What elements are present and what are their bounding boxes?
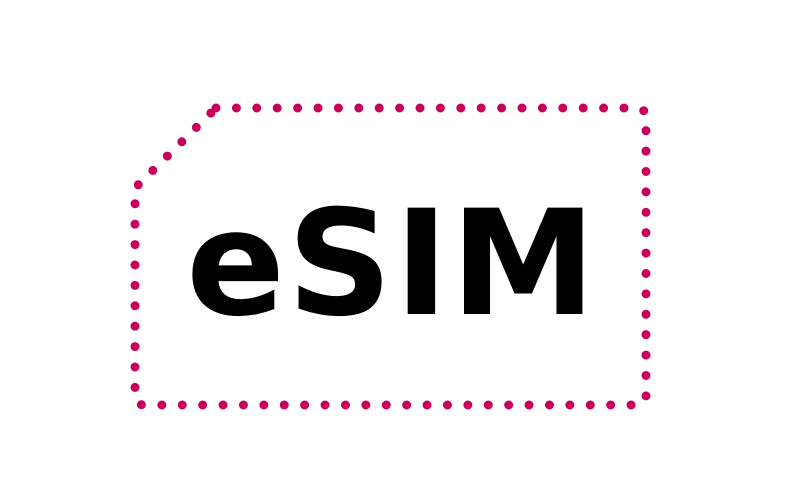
esim-label: eSIM [186, 179, 598, 349]
sim-card-outline-icon [130, 103, 651, 410]
